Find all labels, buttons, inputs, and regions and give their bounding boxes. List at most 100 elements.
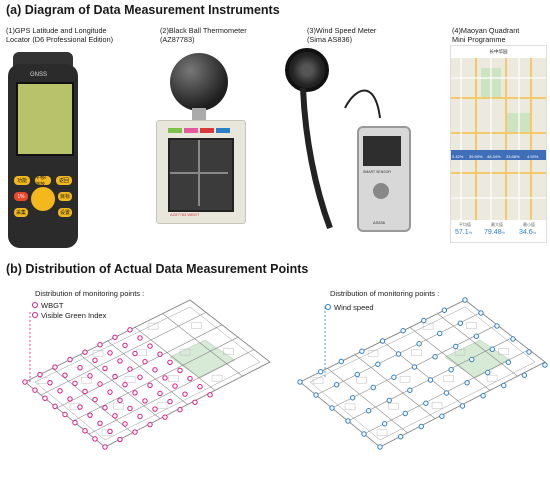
right-map-monitoring-point bbox=[489, 346, 496, 352]
left-map-monitoring-point bbox=[87, 373, 93, 379]
right-map-monitoring-point bbox=[416, 341, 422, 347]
right-map-monitoring-point bbox=[297, 379, 303, 385]
left-map-monitoring-point bbox=[117, 358, 123, 364]
right-map-building bbox=[376, 429, 388, 437]
right-map-inner-boundary bbox=[309, 306, 536, 441]
right-map-building bbox=[498, 348, 509, 355]
stat-avg-value: 57.1 bbox=[455, 229, 469, 236]
mini-programme-header: 长中华园 bbox=[451, 46, 546, 58]
left-map-monitoring-point bbox=[127, 366, 133, 372]
right-map-monitoring-point bbox=[501, 382, 507, 389]
right-map-building bbox=[367, 350, 379, 357]
stat-max-unit: % bbox=[501, 230, 506, 235]
left-map-monitoring-point bbox=[207, 392, 213, 398]
left-map-monitoring-point bbox=[67, 396, 73, 402]
left-map-building bbox=[113, 402, 124, 410]
overlay-value-4: 33.68% bbox=[506, 154, 520, 159]
right-map-monitoring-point bbox=[432, 354, 438, 360]
right-map-building bbox=[312, 377, 324, 385]
right-map-monitoring-point bbox=[453, 343, 459, 350]
left-map-monitoring-point bbox=[92, 357, 98, 364]
right-map-monitoring-point bbox=[407, 387, 413, 393]
right-map-monitoring-point bbox=[469, 356, 475, 363]
left-map-monitoring-point bbox=[147, 421, 153, 428]
left-map-monitoring-point bbox=[72, 380, 78, 387]
left-map-monitoring-point bbox=[152, 406, 158, 412]
gps-btn-target: 目标 bbox=[58, 192, 72, 201]
left-map-building bbox=[81, 376, 92, 384]
caption-wind-line1: (3)Wind Speed Meter bbox=[307, 26, 377, 35]
left-map-monitoring-point bbox=[112, 373, 118, 380]
left-map-monitoring-point bbox=[182, 391, 188, 397]
right-map-monitoring-point bbox=[379, 338, 386, 344]
left-map-monitoring-point bbox=[97, 342, 103, 348]
right-map-monitoring-point bbox=[441, 307, 448, 313]
left-map-monitoring-point bbox=[147, 382, 153, 389]
caption-gps: (1)GPS Latitude and Longitude Locator (D… bbox=[6, 26, 156, 44]
right-map-building bbox=[431, 402, 443, 409]
legend-dot-magenta-2 bbox=[32, 312, 38, 318]
right-map-building bbox=[422, 322, 434, 330]
right-map-monitoring-point bbox=[338, 358, 344, 365]
left-map-building bbox=[191, 322, 202, 329]
left-map-monitoring-point bbox=[122, 342, 128, 349]
stat-min-value: 34.6 bbox=[519, 229, 533, 236]
right-map-building bbox=[388, 402, 399, 410]
left-map-monitoring-point bbox=[192, 399, 198, 405]
caption-mini-programme: (4)Maoyan Quadrant Mini Programme bbox=[452, 26, 550, 44]
right-map-monitoring-point bbox=[485, 369, 491, 376]
right-map-monitoring-point bbox=[386, 397, 392, 404]
stat-max-label: 最大值 bbox=[491, 222, 503, 227]
left-map-street-ns bbox=[79, 354, 161, 419]
right-map-monitoring-point bbox=[397, 434, 404, 440]
left-map-monitoring-point bbox=[117, 397, 123, 403]
left-map-monitoring-point bbox=[137, 335, 143, 341]
right-map-monitoring-point bbox=[443, 390, 450, 396]
map-right-wind-speed bbox=[297, 297, 548, 450]
left-map-building bbox=[179, 348, 191, 356]
right-legend: Wind speed bbox=[325, 302, 374, 312]
section-a-title: (a) Diagram of Data Measurement Instrume… bbox=[6, 3, 280, 17]
left-map-monitoring-point bbox=[142, 398, 148, 404]
right-map-monitoring-point bbox=[480, 393, 486, 399]
left-map-street-ns bbox=[189, 299, 271, 363]
right-map-monitoring-point bbox=[494, 323, 500, 329]
left-map-monitoring-point bbox=[92, 436, 98, 442]
legend-wbgt-label: WBGT bbox=[41, 300, 64, 310]
right-map-monitoring-point bbox=[478, 310, 484, 316]
left-map-street-ew bbox=[24, 299, 191, 383]
right-map-street-ns bbox=[409, 327, 491, 391]
left-map-street-ns bbox=[134, 327, 216, 391]
right-map-monitoring-point bbox=[329, 405, 335, 411]
left-map-inner-boundary bbox=[34, 306, 261, 441]
stat-max-value: 79.48 bbox=[484, 229, 502, 236]
caption-thermometer: (2)Black Ball Thermometer (AZ87783) bbox=[160, 26, 280, 44]
stat-min-label: 最小值 bbox=[523, 222, 535, 227]
right-map-street-ns bbox=[299, 381, 381, 448]
left-map-monitoring-point bbox=[52, 403, 58, 410]
left-map-building bbox=[147, 322, 159, 330]
left-map-monitoring-point bbox=[82, 388, 88, 395]
right-map-building bbox=[466, 322, 477, 329]
right-map-monitoring-point bbox=[421, 317, 427, 324]
left-map-monitoring-point bbox=[107, 350, 113, 356]
right-map-street-ns bbox=[382, 340, 463, 405]
left-map-monitoring-point bbox=[177, 407, 183, 413]
left-map-monitoring-point bbox=[112, 334, 118, 340]
mini-programme-map bbox=[451, 58, 546, 220]
left-map-monitoring-point bbox=[122, 421, 128, 427]
gps-dpad bbox=[31, 187, 55, 211]
left-map-monitoring-point bbox=[77, 365, 83, 371]
left-map-monitoring-point bbox=[197, 383, 203, 390]
overlay-value-3: 48.34% bbox=[487, 154, 501, 159]
legend-wbgt: WBGT bbox=[32, 300, 106, 310]
left-map-monitoring-point bbox=[92, 396, 98, 403]
black-ball-thermometer-image: AZ87783 WBGT bbox=[150, 50, 250, 225]
left-map-monitoring-point bbox=[157, 390, 163, 397]
anemometer-brand: SMART SENSOR bbox=[363, 170, 391, 174]
left-map-monitoring-point bbox=[152, 367, 158, 373]
legend-dot-magenta bbox=[32, 302, 38, 308]
right-map-building bbox=[443, 375, 454, 383]
right-map-monitoring-point bbox=[510, 336, 516, 342]
left-map-monitoring-point bbox=[62, 372, 68, 378]
